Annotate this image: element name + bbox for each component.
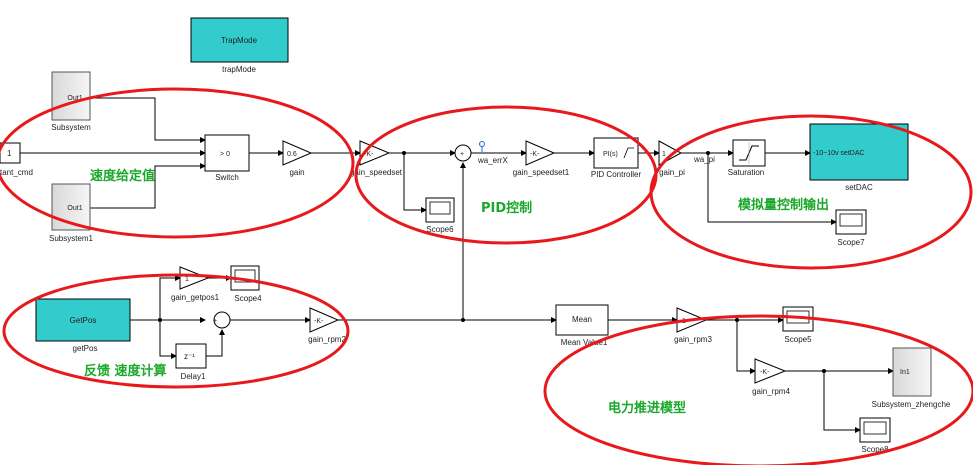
delay-label: Delay1 xyxy=(181,372,206,381)
subsystem1-port: Out1 xyxy=(67,205,82,212)
annotation-analog-output: 模拟量控制输出 xyxy=(738,197,829,213)
getpos-text: GetPos xyxy=(70,316,97,325)
scope-pid-label: Scope6 xyxy=(426,225,454,234)
setdac-block[interactable]: -10~10v setDAC setDAC xyxy=(809,123,909,192)
gain-getpos1-label: gain_getpos1 xyxy=(171,293,220,302)
pid-text: PI(s) xyxy=(603,151,618,158)
scope7-block[interactable]: Scope7 xyxy=(835,209,867,247)
getpos-block[interactable]: GetPos getPos xyxy=(35,298,131,353)
scope-bottom-block[interactable]: Scope8 xyxy=(859,417,891,454)
gain-getpos1-value: 1 xyxy=(185,276,189,283)
gain-pi-label: gain_pi xyxy=(659,168,685,177)
gain-pi-value: 1 xyxy=(662,151,666,158)
pid-controller-block[interactable]: PI(s) PID Controller xyxy=(591,137,642,179)
subsystem-zhengche-label: Subsystem_zhengche xyxy=(872,400,951,409)
saturation-label: Saturation xyxy=(728,168,764,177)
gain-pi-block[interactable]: 1 gain_pi xyxy=(658,140,685,177)
gain-rpm3-label: gain_rpm3 xyxy=(674,335,712,344)
trapmode-text: TrapMode xyxy=(221,36,258,45)
saturation-block[interactable]: Saturation xyxy=(728,139,766,177)
gain-rpm3-block[interactable]: 1 gain_rpm3 xyxy=(674,307,712,344)
scope5-label: Scope5 xyxy=(784,335,812,344)
mean-block[interactable]: Mean Mean Value1 xyxy=(555,304,609,347)
trapmode-block[interactable]: TrapMode trapMode xyxy=(190,17,289,74)
delay-block[interactable]: z⁻¹ Delay1 xyxy=(175,343,207,381)
pid-label: PID Controller xyxy=(591,170,642,179)
annotation-pid-control: PID控制 xyxy=(481,200,532,216)
trapmode-label: trapMode xyxy=(222,65,256,74)
gain-speedset1-block[interactable]: -K- gain_speedset1 xyxy=(513,140,570,177)
gain-rpm4-value: -K- xyxy=(760,369,770,376)
scope4-block[interactable]: Scope4 xyxy=(230,265,262,303)
annotation-speed-setpoint: 速度给定值 xyxy=(90,168,155,184)
gain-rpm2-block[interactable]: -K- gain_rpm2 xyxy=(308,307,346,344)
subsystem-zhengche-block[interactable]: In1 Subsystem_zhengche xyxy=(872,347,951,409)
switch-label: Switch xyxy=(215,173,239,182)
sum1-block[interactable]: + xyxy=(454,144,472,162)
subsystem1-label: Subsystem1 xyxy=(49,234,94,243)
mean-text: Mean xyxy=(572,315,592,324)
switch-block[interactable]: > 0 Switch xyxy=(204,134,250,182)
ellipse-speed-setpoint xyxy=(0,87,355,239)
setdac-text: -10~10v setDAC xyxy=(813,150,865,157)
gain-speedset-label: gain_speedset xyxy=(350,168,403,177)
annotation-feedback-speed: 反馈 速度计算 xyxy=(84,363,167,379)
delay-text: z⁻¹ xyxy=(184,352,195,361)
sum2-symbol: + xyxy=(213,318,217,325)
wa-errx-signal: wa_errX xyxy=(477,141,508,165)
gain-block[interactable]: 0.6 gain xyxy=(282,140,313,177)
mean-label: Mean Value1 xyxy=(561,338,608,347)
wa-pi-label: wa_pi xyxy=(693,155,715,164)
constant-block[interactable]: 1 tant_cmd xyxy=(0,142,33,177)
gain-value: 0.6 xyxy=(287,151,297,158)
gain-speedset1-value: -K- xyxy=(530,151,540,158)
subsystem-label: Subsystem xyxy=(51,123,91,132)
ellipse-feedback xyxy=(2,273,350,389)
subsystem1-block[interactable]: Out1 Subsystem1 xyxy=(49,183,94,243)
subsystem-port: Out1 xyxy=(67,95,82,102)
constant-label: tant_cmd xyxy=(0,168,33,177)
annotation-power-model: 电力推进模型 xyxy=(608,400,686,416)
scope7-label: Scope7 xyxy=(837,238,865,247)
subsystem-block[interactable]: Out1 Subsystem xyxy=(51,71,91,132)
sum2-block[interactable]: + xyxy=(213,311,231,329)
scope-bottom-label: Scope8 xyxy=(861,445,889,454)
gain-getpos1-block[interactable]: 1 gain_getpos1 xyxy=(171,266,220,302)
subsystem-zhengche-port: In1 xyxy=(900,369,910,376)
ellipse-analog-output xyxy=(649,114,973,270)
gain-speedset-block[interactable]: -K- gain_speedset xyxy=(350,140,403,177)
gain-speedset1-label: gain_speedset1 xyxy=(513,168,570,177)
gain-rpm2-label: gain_rpm2 xyxy=(308,335,346,344)
gain-rpm4-block[interactable]: -K- gain_rpm4 xyxy=(752,358,790,396)
gain-rpm4-label: gain_rpm4 xyxy=(752,387,790,396)
gain-rpm2-value: -K- xyxy=(314,318,324,325)
sum1-symbol: + xyxy=(460,151,464,158)
scope4-label: Scope4 xyxy=(234,294,262,303)
scope-pid-block[interactable]: Scope6 xyxy=(425,197,455,234)
annotation-ellipses xyxy=(0,87,973,465)
getpos-label: getPos xyxy=(73,344,98,353)
ellipse-power-model xyxy=(543,314,973,465)
scope5-block[interactable]: Scope5 xyxy=(782,306,814,344)
switch-threshold: > 0 xyxy=(220,151,230,158)
setdac-label: setDAC xyxy=(845,183,873,192)
gain-speedset-value: -K- xyxy=(364,151,374,158)
gain-label: gain xyxy=(289,168,304,177)
constant-value: 1 xyxy=(7,149,12,158)
wa-errx-label: wa_errX xyxy=(477,156,508,165)
